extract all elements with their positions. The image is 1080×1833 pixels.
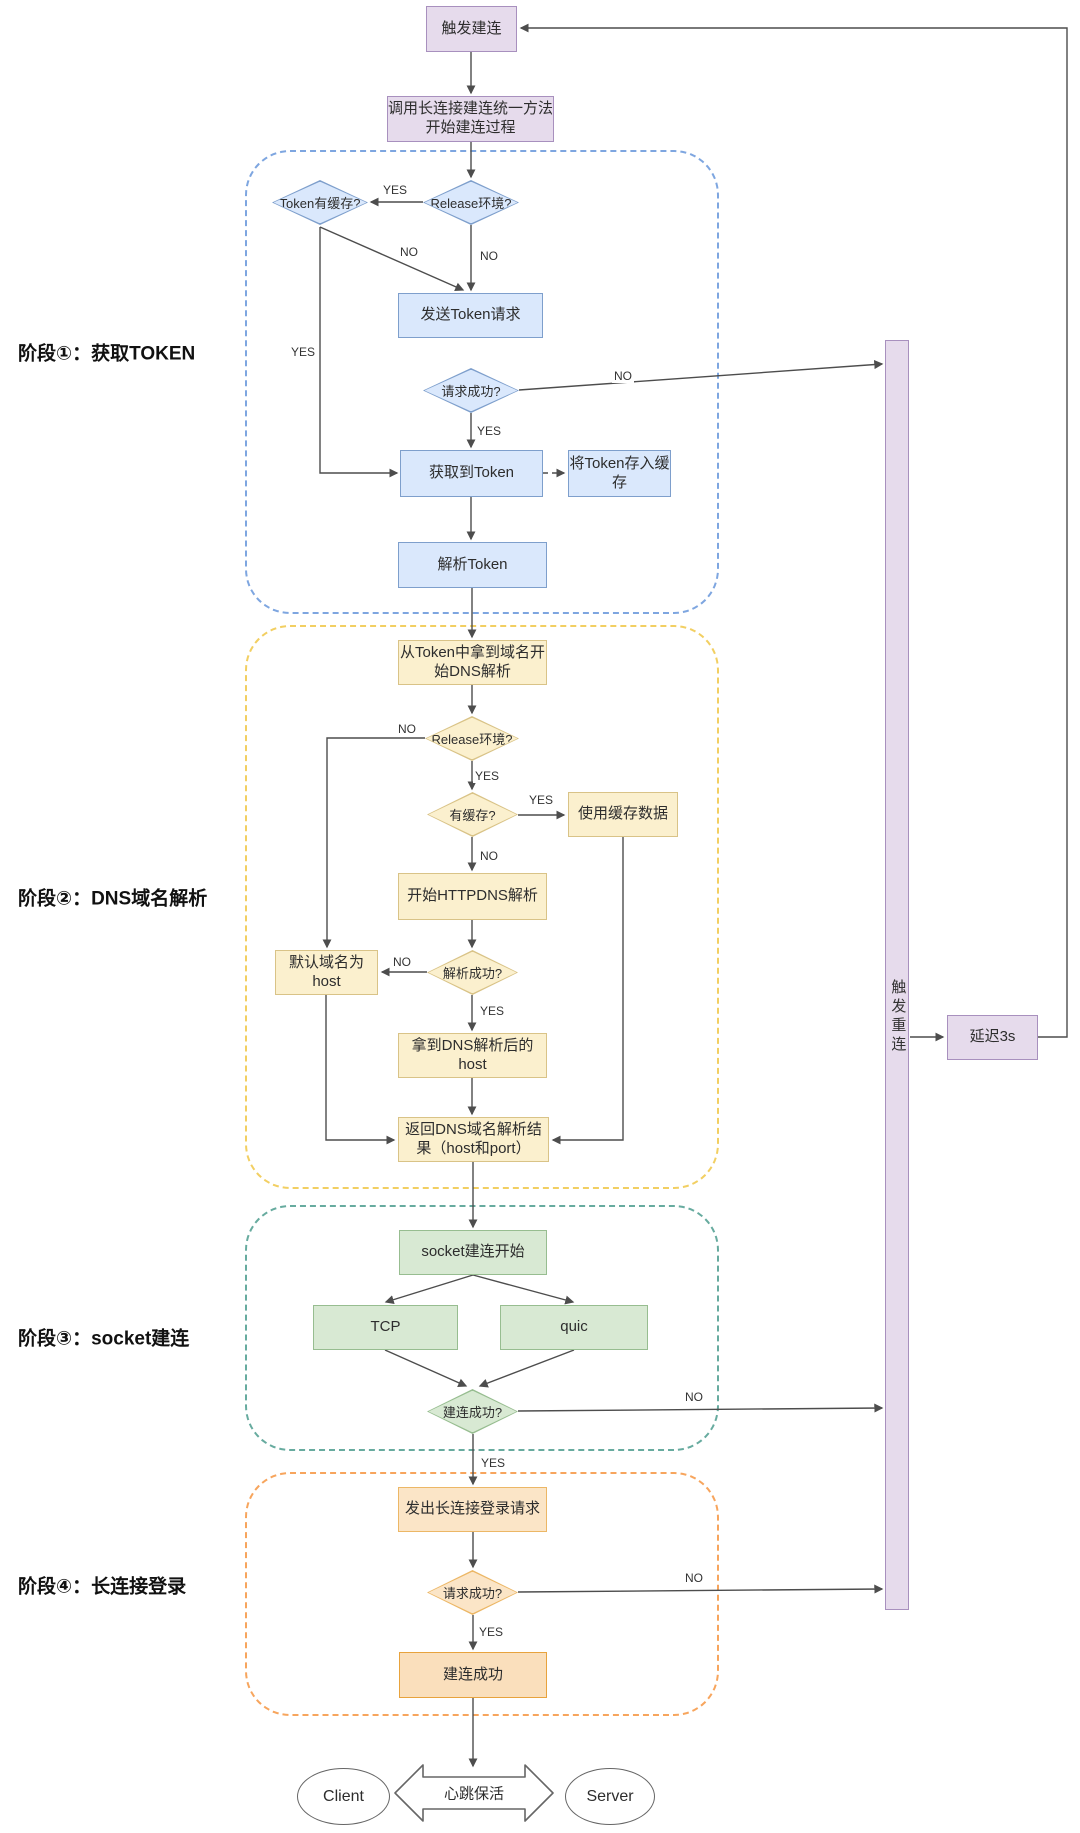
edge-reqok1-no bbox=[518, 360, 884, 391]
edge-label-l16: YES bbox=[476, 1625, 506, 1639]
edge-label-l3: NO bbox=[478, 249, 500, 263]
edge-label-l4: YES bbox=[288, 345, 318, 359]
edge-label-l2: NO bbox=[398, 245, 420, 259]
node-dns-start: 从Token中拿到域名开始DNS解析 bbox=[398, 640, 547, 685]
phase-label-p3: 阶段③：socket建连 bbox=[18, 1328, 190, 1350]
edge-label-l1: YES bbox=[380, 183, 410, 197]
decision-label: 请求成功? bbox=[424, 369, 518, 412]
edge-socket-tcp bbox=[384, 1274, 474, 1305]
edge-label-l14: YES bbox=[478, 1456, 508, 1470]
node-conn-success: 建连成功 bbox=[399, 1652, 547, 1698]
decision-d-parse-ok: 解析成功? bbox=[427, 950, 518, 995]
edge-release2-no bbox=[322, 737, 425, 949]
node-tcp: TCP bbox=[313, 1305, 458, 1350]
edge-label-l10: NO bbox=[478, 849, 500, 863]
edge-usecache-down bbox=[551, 837, 624, 1145]
node-store-token: 将Token存入缓存 bbox=[568, 450, 671, 497]
edge-tokencache-no bbox=[319, 226, 465, 292]
node-httpdns: 开始HTTPDNS解析 bbox=[398, 873, 547, 920]
edge-label-l12: YES bbox=[477, 1004, 507, 1018]
edge-defaulthost-down bbox=[325, 995, 396, 1145]
phase-label-p4: 阶段④：长连接登录 bbox=[18, 1576, 187, 1598]
decision-d-release-2: Release环境? bbox=[425, 716, 519, 761]
decision-d-token-cache: Token有缓存? bbox=[272, 180, 368, 225]
decision-label: 请求成功? bbox=[428, 1571, 517, 1614]
node-delay: 延迟3s bbox=[947, 1015, 1038, 1060]
edge-connok-no bbox=[517, 1403, 884, 1413]
node-quic: quic bbox=[500, 1305, 648, 1350]
node-trigger: 触发建连 bbox=[426, 6, 517, 52]
edge-label-l7: NO bbox=[396, 722, 418, 736]
node-got-token: 获取到Token bbox=[400, 450, 543, 497]
edge-label-l11: NO bbox=[391, 955, 413, 969]
heartbeat-double-arrow-icon bbox=[394, 1764, 554, 1822]
decision-d-req-ok-1: 请求成功? bbox=[423, 368, 519, 413]
node-call-method: 调用长连接建连统一方法开始建连过程 bbox=[387, 96, 554, 142]
edge-label-l8: YES bbox=[472, 769, 502, 783]
edge-tcp-connok bbox=[384, 1349, 468, 1388]
edge-delay-to-trigger bbox=[519, 23, 1068, 1038]
node-client: Client bbox=[297, 1768, 390, 1825]
node-socket-start: socket建连开始 bbox=[399, 1230, 547, 1275]
phase-region-p2 bbox=[245, 625, 719, 1189]
edge-tokencache-yes bbox=[319, 227, 399, 478]
edge-label-l13: NO bbox=[683, 1390, 705, 1404]
node-use-cache: 使用缓存数据 bbox=[568, 792, 678, 837]
label-heartbeat: 心跳保活 bbox=[443, 1785, 505, 1803]
decision-label: Release环境? bbox=[426, 717, 518, 760]
node-reconnect-bar: 触发重连 bbox=[885, 340, 909, 1610]
decision-d-release-1: Release环境? bbox=[423, 180, 519, 225]
edge-label-l5: NO bbox=[612, 369, 634, 383]
phase-region-p1 bbox=[245, 150, 719, 614]
node-dns-result: 返回DNS域名解析结果（host和port） bbox=[398, 1117, 549, 1162]
phase-region-p4 bbox=[245, 1472, 719, 1716]
phase-region-p3 bbox=[245, 1205, 719, 1451]
node-parse-token: 解析Token bbox=[398, 542, 547, 588]
edge-quic-connok bbox=[478, 1349, 575, 1388]
decision-label: 建连成功? bbox=[428, 1390, 517, 1433]
node-send-token: 发送Token请求 bbox=[398, 293, 543, 338]
decision-d-conn-ok: 建连成功? bbox=[427, 1389, 518, 1434]
decision-label: Release环境? bbox=[424, 181, 518, 224]
bar-label: 触发重连 bbox=[889, 979, 907, 1055]
decision-d-req-ok-2: 请求成功? bbox=[427, 1570, 518, 1615]
edge-label-l6: YES bbox=[474, 424, 504, 438]
edge-label-l15: NO bbox=[683, 1571, 705, 1585]
decision-d-has-cache: 有缓存? bbox=[427, 792, 518, 837]
decision-label: Token有缓存? bbox=[273, 181, 367, 224]
decision-label: 有缓存? bbox=[428, 793, 517, 836]
node-default-host: 默认域名为host bbox=[275, 950, 378, 995]
decision-label: 解析成功? bbox=[428, 951, 517, 994]
node-login-req: 发出长连接登录请求 bbox=[398, 1487, 547, 1532]
node-server: Server bbox=[565, 1768, 655, 1825]
phase-label-p1: 阶段①：获取TOKEN bbox=[18, 343, 196, 365]
phase-label-p2: 阶段②：DNS域名解析 bbox=[18, 888, 208, 910]
edge-reqok2-no bbox=[517, 1584, 884, 1594]
node-got-host: 拿到DNS解析后的host bbox=[398, 1033, 547, 1078]
edge-label-l9: YES bbox=[526, 793, 556, 807]
edge-socket-quic bbox=[472, 1274, 575, 1305]
